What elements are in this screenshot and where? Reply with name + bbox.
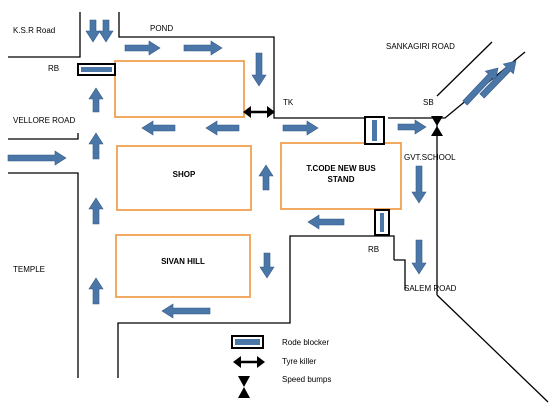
sankagiri-road-label: SANKAGIRI ROAD [386,42,455,51]
road-edge-vellore-upper [8,133,79,140]
rb-bottom-label: RB [368,245,379,254]
arrow-icon [411,239,427,275]
arrow-icon [98,19,114,43]
arrow-icon [161,303,211,319]
legend-speed-bumps-label: Speed bumps [282,375,331,384]
arrow-icon [88,87,104,113]
arrow-icon [251,52,267,87]
arrow-icon [462,67,499,106]
tyre-killer-head-left [243,106,251,118]
road-edge-inner-salem [394,259,406,290]
arrow-icon [205,120,240,136]
sivan-hill-label: SIVAN HILL [161,257,205,266]
bus-stand-label-line2: STAND [328,175,355,184]
vellore-road-label: VELLORE ROAD [13,116,75,125]
road-edge-salem-bottom [436,294,549,403]
legend-tyre-killer-label: Tyre killer [282,357,317,366]
road-blocker-bottom [374,209,390,236]
arrow-icon [124,40,161,56]
speed-bump-marker [431,116,443,136]
speed-bump-icon-lower [431,126,443,136]
arrow-icon [7,150,67,166]
arrow-icon [88,277,104,305]
tyre-killer-head-right [267,106,275,118]
arrow-icon [258,164,274,191]
road-blocker-bar [372,120,377,141]
road-blocker-bar [380,213,384,232]
direction-arrows [7,19,517,319]
legend-speed-bump-lower [238,387,250,398]
blocks [114,60,402,298]
gvt-school-label: GVT.SCHOOL [404,153,456,162]
road-boundaries [8,12,549,403]
arrow-icon [282,120,319,136]
salem-road-label: SALEM ROAD [404,284,457,293]
pond-label: POND [150,24,173,33]
road-edge-inner-lower [117,235,395,378]
rb-left-label: RB [48,64,59,73]
tyre-killer-marker [243,106,275,118]
ksr-road-label: K.S.R Road [13,26,55,35]
legend-tyre-head-right [257,356,265,368]
road-blocker-bus-stand [364,116,385,145]
road-edge-sankagiri-upper [436,41,493,97]
arrow-icon [183,40,223,56]
arrow-icon [307,214,345,230]
road-blocker-bar [81,67,112,72]
bus-stand-block [280,142,402,210]
speed-bump-icon [431,116,443,126]
sivan-hill-block [115,234,251,298]
legend-road-blocker-label: Rode blocker [282,338,329,347]
road-edge-vellore-lower [8,172,79,378]
road-edge-sankagiri-lower [388,51,526,119]
arrow-icon [85,19,101,43]
arrow-icon [88,197,104,225]
arrow-icon [411,165,427,204]
tk-label: TK [283,98,294,107]
shop-label: SHOP [173,170,196,179]
pond-block [114,60,245,118]
legend: Rode blocker Tyre killer Speed bumps [231,335,331,398]
road-edge-top-left [8,12,81,58]
temple-label: TEMPLE [13,265,45,274]
arrow-icon [479,60,517,99]
legend-tyre-head-left [233,356,241,368]
legend-blocker-bar [235,339,260,345]
shop-block [116,145,252,211]
speed-bump-icon [238,376,250,387]
arrow-icon [397,119,427,135]
arrow-icon [141,120,176,136]
road-blocker-left [77,63,116,76]
sb-label: SB [423,98,434,107]
bus-stand-label-line1: T.CODE NEW BUS [306,164,376,173]
road-edge-top [118,12,365,119]
arrow-icon [259,252,275,279]
arrow-icon [88,132,104,160]
